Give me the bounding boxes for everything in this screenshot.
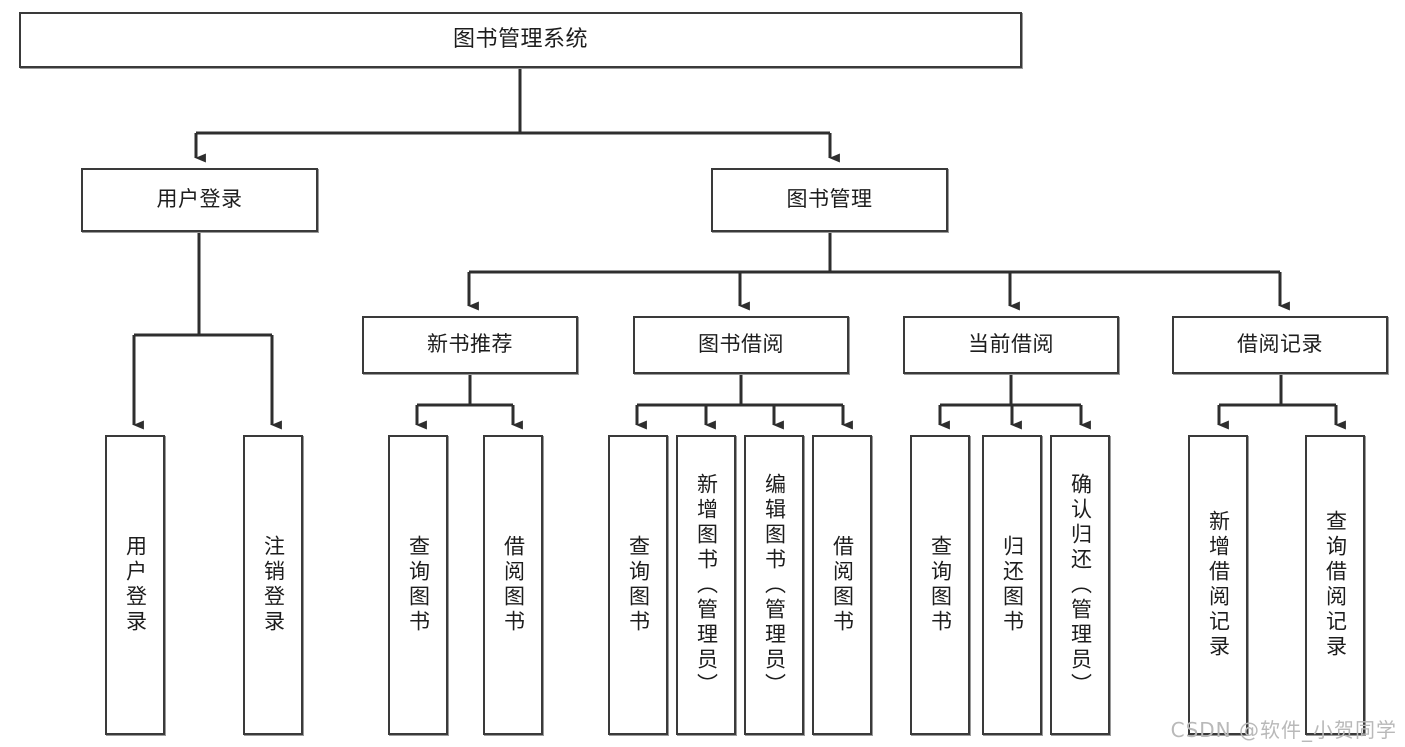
node-book-manage[interactable]: 图书管理 [711,168,948,232]
node-leaf-user-logout-label: 注销登录 [261,535,286,635]
node-leaf-query-book-3-label: 查询图书 [928,535,953,635]
node-leaf-borrow-book-2-label: 借阅图书 [830,535,855,635]
node-leaf-user-logout[interactable]: 注销登录 [243,435,303,735]
node-leaf-query-book-2[interactable]: 查询图书 [608,435,668,735]
node-current-borrow[interactable]: 当前借阅 [903,316,1119,374]
node-user-login-label: 用户登录 [156,187,243,212]
node-user-login[interactable]: 用户登录 [81,168,318,232]
node-leaf-add-record[interactable]: 新增借阅记录 [1188,435,1248,735]
node-leaf-user-login-label: 用户登录 [123,535,148,635]
node-leaf-return-book-label: 归还图书 [1000,535,1025,635]
node-leaf-add-record-label: 新增借阅记录 [1206,510,1231,660]
node-leaf-confirm-return-label: 确认归还（管理员） [1068,472,1093,698]
node-leaf-query-book-3[interactable]: 查询图书 [910,435,970,735]
node-leaf-query-book-1[interactable]: 查询图书 [388,435,448,735]
node-leaf-edit-book-label: 编辑图书（管理员） [762,472,787,698]
node-leaf-confirm-return[interactable]: 确认归还（管理员） [1050,435,1110,735]
node-current-borrow-label: 当前借阅 [968,332,1054,357]
node-leaf-borrow-book-1-label: 借阅图书 [501,535,526,635]
node-leaf-query-book-1-label: 查询图书 [406,535,431,635]
node-borrow-record-label: 借阅记录 [1237,332,1323,357]
node-leaf-add-book-label: 新增图书（管理员） [694,472,719,698]
node-new-book-rec[interactable]: 新书推荐 [362,316,578,374]
node-root-label: 图书管理系统 [452,26,588,52]
node-leaf-query-book-2-label: 查询图书 [626,535,651,635]
node-borrow-record[interactable]: 借阅记录 [1172,316,1388,374]
node-book-borrow-label: 图书借阅 [698,332,784,357]
node-root[interactable]: 图书管理系统 [19,12,1022,68]
node-leaf-query-record-label: 查询借阅记录 [1323,510,1348,660]
node-leaf-add-book[interactable]: 新增图书（管理员） [676,435,736,735]
node-leaf-edit-book[interactable]: 编辑图书（管理员） [744,435,804,735]
node-leaf-query-record[interactable]: 查询借阅记录 [1305,435,1365,735]
node-leaf-borrow-book-2[interactable]: 借阅图书 [812,435,872,735]
node-book-borrow[interactable]: 图书借阅 [633,316,849,374]
node-leaf-borrow-book-1[interactable]: 借阅图书 [483,435,543,735]
watermark: CSDN @软件_小贺同学 [1170,718,1397,742]
node-new-book-rec-label: 新书推荐 [427,332,513,357]
node-book-manage-label: 图书管理 [786,187,873,212]
node-leaf-user-login[interactable]: 用户登录 [105,435,165,735]
node-leaf-return-book[interactable]: 归还图书 [982,435,1042,735]
